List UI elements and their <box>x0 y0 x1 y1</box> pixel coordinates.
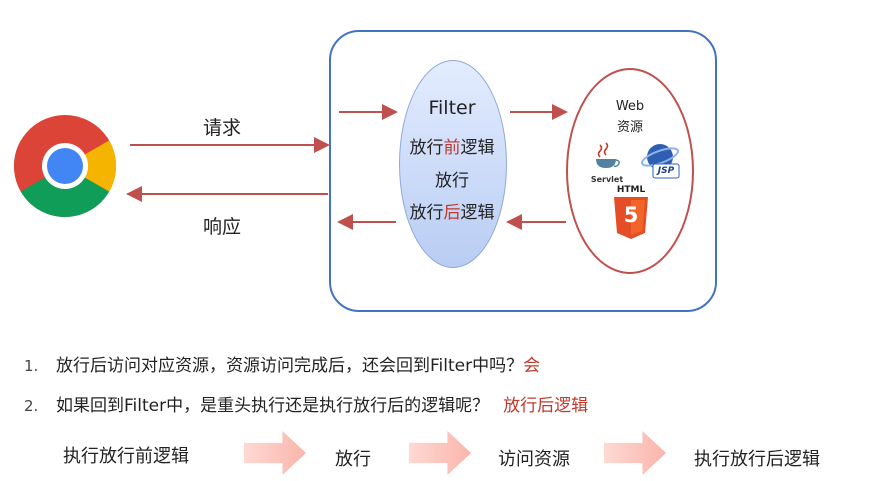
java-cup-icon <box>596 142 620 168</box>
flow-step-1: 执行放行前逻辑 <box>63 446 189 467</box>
jsp-icon: JSP <box>640 140 682 182</box>
html5-number: 5 <box>623 203 639 227</box>
filter-pass: 放行 <box>435 171 469 191</box>
question-2: 2. 如果回到Filter中，是重头执行还是执行放行后的逻辑呢？ 放行后逻辑 <box>24 391 588 416</box>
question-2-number: 2. <box>24 397 39 415</box>
server-container <box>329 30 717 312</box>
question-1-answer: 会 <box>523 356 541 376</box>
servlet-label: Servlet <box>590 175 624 184</box>
flow-step-2: 放行 <box>335 449 371 470</box>
question-1-text: 放行后访问对应资源，资源访问完成后，还会回到Filter中吗？ <box>56 356 524 376</box>
servlet-icon: Servlet <box>589 141 625 185</box>
flow-step-3: 访问资源 <box>498 449 570 470</box>
request-label: 请求 <box>203 117 242 139</box>
html-label: HTML <box>616 185 646 195</box>
filter-pre-logic-highlight: 前 <box>443 138 461 158</box>
web-resource-title-1: Web <box>615 99 645 114</box>
question-2-answer: 放行后逻辑 <box>503 396 589 416</box>
filter-post-logic-part1: 放行 <box>409 203 444 223</box>
chrome-browser-icon <box>13 115 117 218</box>
filter-pre-logic: 放行前逻辑 <box>399 133 505 158</box>
filter-post-logic-highlight: 后 <box>443 203 461 223</box>
filter-pre-logic-part2: 逻辑 <box>460 138 495 158</box>
question-1: 1. 放行后访问对应资源，资源访问完成后，还会回到Filter中吗？会 <box>24 351 540 376</box>
flow-step-4: 执行放行后逻辑 <box>694 449 820 470</box>
filter-pre-logic-part1: 放行 <box>409 138 444 158</box>
web-resource-title-2: 资源 <box>616 120 643 135</box>
html5-shield-icon <box>614 197 648 239</box>
response-label: 响应 <box>203 216 242 238</box>
filter-post-logic-part2: 逻辑 <box>460 203 495 223</box>
jsp-label: JSP <box>657 166 675 176</box>
filter-post-logic: 放行后逻辑 <box>399 198 505 223</box>
filter-oval <box>399 60 507 268</box>
question-1-number: 1. <box>24 357 39 375</box>
question-2-text: 如果回到Filter中，是重头执行还是执行放行后的逻辑呢？ <box>56 396 490 416</box>
filter-title: Filter <box>428 97 476 119</box>
